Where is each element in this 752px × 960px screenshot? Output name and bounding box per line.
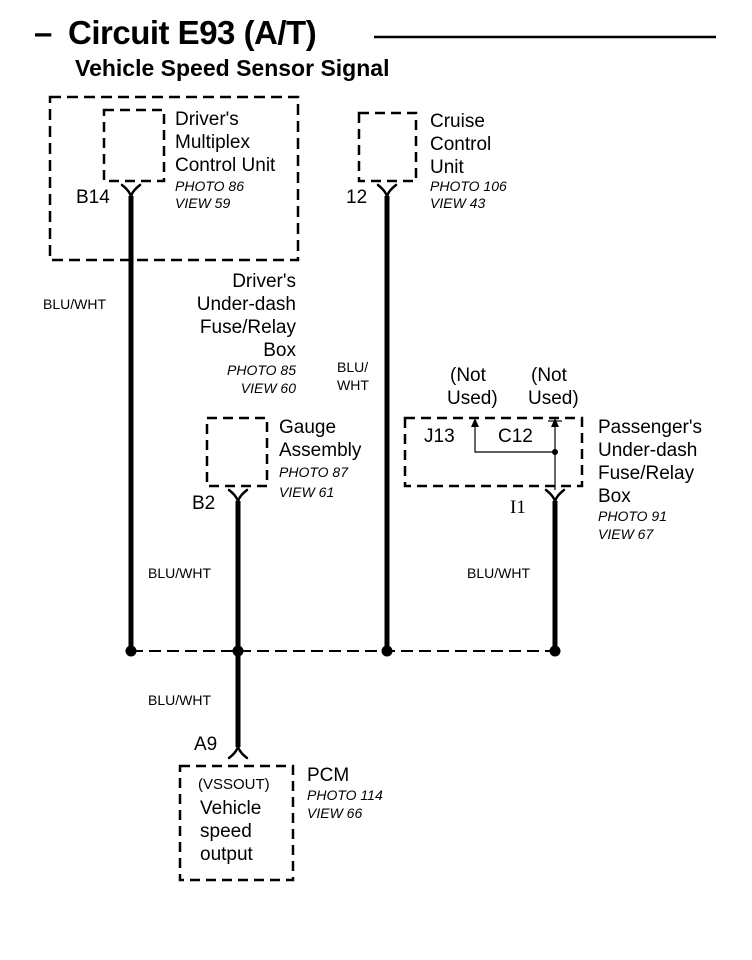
cruise-control-outline — [357, 111, 418, 183]
driver-fuse-box-name-3: Fuse/Relay — [199, 317, 296, 338]
not-used-c12-1: (Not — [531, 365, 567, 386]
wire-label-pcm: BLU/WHT — [148, 692, 211, 708]
j13-link — [474, 422, 555, 453]
driver-fuse-box-name-4: Box — [263, 340, 296, 361]
cruise-name-2: Control — [430, 134, 492, 155]
passenger-fuse-box-photo: PHOTO 91 — [598, 508, 667, 524]
pin-i1: I1 — [510, 497, 526, 518]
wire-label-passenger: BLU/WHT — [467, 565, 530, 581]
wire-label-mcu: BLU/WHT — [43, 296, 106, 312]
title-dash: – — [34, 14, 53, 51]
pcm-signal: (VSSOUT) — [198, 776, 270, 793]
pcm-function-2: speed — [200, 821, 252, 842]
passenger-fuse-box-name-4: Box — [598, 486, 631, 507]
pcm-function-3: output — [200, 844, 253, 865]
cruise-view: VIEW 43 — [430, 195, 486, 211]
cruise-photo: PHOTO 106 — [430, 178, 507, 194]
driver-mcu-view: VIEW 59 — [175, 195, 231, 211]
splice-points — [125, 645, 561, 657]
gauge-view: VIEW 61 — [279, 484, 335, 500]
gauge-name-1: Gauge — [279, 417, 337, 438]
passenger-fuse-box-name-1: Passenger's — [598, 417, 702, 438]
passenger-fuse-box-name-2: Under-dash — [598, 440, 698, 461]
driver-fuse-box-name-1: Driver's — [232, 271, 296, 292]
pin-b14: B14 — [76, 187, 110, 208]
internal-junction-dot — [552, 449, 558, 455]
c12-arrow — [551, 418, 559, 427]
pcm-name: PCM — [307, 765, 350, 786]
driver-mcu-photo: PHOTO 86 — [175, 178, 244, 194]
gauge-assembly-outline — [205, 416, 269, 488]
wires — [128, 196, 558, 747]
driver-mcu-name-2: Multiplex — [175, 132, 250, 153]
wire-label-cruise-1: BLU/ — [337, 359, 369, 375]
pcm-function-1: Vehicle — [200, 798, 262, 819]
not-used-c12-2: Used) — [528, 388, 579, 409]
splice-dot-gauge — [232, 645, 244, 657]
passenger-fuse-box-outline — [403, 416, 584, 488]
pcm-photo: PHOTO 114 — [307, 787, 383, 803]
splice-dot-passenger — [549, 645, 561, 657]
not-used-j13-2: Used) — [447, 388, 498, 409]
passenger-internal-link — [474, 422, 556, 490]
driver-fuse-box-outline — [48, 95, 300, 262]
passenger-internal-arrows — [471, 418, 559, 427]
diagram-subtitle: Vehicle Speed Sensor Signal — [75, 55, 390, 81]
passenger-fuse-box-view: VIEW 67 — [598, 526, 654, 542]
splice-dot-mcu — [125, 645, 137, 657]
wire-label-gauge: BLU/WHT — [148, 565, 211, 581]
driver-mcu-name-3: Control Unit — [175, 155, 276, 176]
pin-b2: B2 — [192, 493, 216, 514]
pcm-outline — [178, 764, 295, 882]
driver-mcu-outline — [102, 108, 166, 183]
j13-arrow — [471, 418, 479, 427]
cruise-name-1: Cruise — [430, 111, 485, 132]
diagram-title: Circuit E93 (A/T) — [68, 14, 317, 51]
not-used-j13-1: (Not — [450, 365, 486, 386]
splice-dot-cruise — [381, 645, 393, 657]
gauge-name-2: Assembly — [279, 440, 362, 461]
driver-fuse-box-name-2: Under-dash — [196, 294, 296, 315]
gauge-photo: PHOTO 87 — [279, 464, 348, 480]
cruise-name-3: Unit — [430, 157, 464, 178]
driver-fuse-box-view: VIEW 60 — [240, 380, 296, 396]
terminal-j13: J13 — [424, 426, 455, 447]
terminal-c12: C12 — [498, 426, 533, 447]
driver-mcu-name-1: Driver's — [175, 109, 239, 130]
wire-label-cruise-2: WHT — [337, 377, 369, 393]
pin-12: 12 — [346, 187, 368, 208]
pcm-view: VIEW 66 — [307, 805, 363, 821]
driver-fuse-box-photo: PHOTO 85 — [227, 362, 296, 378]
passenger-fuse-box-name-3: Fuse/Relay — [598, 463, 695, 484]
pin-a9: A9 — [194, 734, 218, 755]
